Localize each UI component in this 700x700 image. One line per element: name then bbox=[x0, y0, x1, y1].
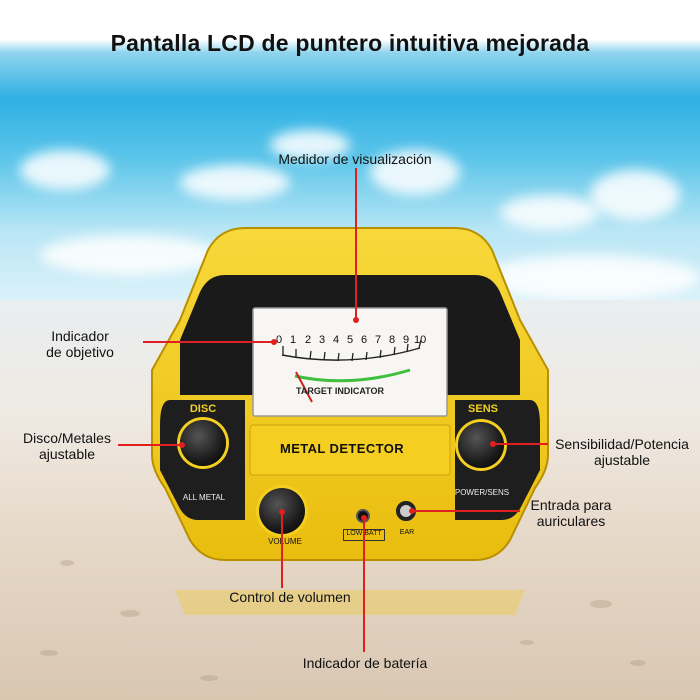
meter-tick-label: 10 bbox=[414, 334, 427, 346]
headphone-callout-line1: Entrada para bbox=[530, 497, 612, 513]
sand-texture bbox=[60, 560, 74, 566]
target-indicator-label-line2: de objetivo bbox=[46, 344, 114, 360]
cloud bbox=[370, 150, 460, 195]
disc-arrow bbox=[118, 442, 185, 448]
center-face bbox=[249, 424, 451, 476]
cloud bbox=[20, 150, 110, 190]
sand-texture bbox=[200, 675, 218, 681]
volume-arrow bbox=[279, 509, 285, 588]
cloud bbox=[590, 170, 680, 220]
sand-texture bbox=[590, 600, 612, 608]
headphone-callout-line2: auriculares bbox=[536, 513, 606, 529]
target-indicator-arrow bbox=[143, 339, 277, 345]
disc-callout-line1: Disco/Metales bbox=[23, 430, 111, 446]
disc-label: DISC bbox=[189, 403, 217, 415]
meter-green-band bbox=[294, 368, 411, 383]
meter-scale-arc bbox=[281, 347, 421, 361]
volume-sub-label: VOLUME bbox=[268, 537, 302, 546]
headphone-callout-label: Entrada para auriculares bbox=[516, 497, 626, 529]
volume-callout-label: Control de volumen bbox=[229, 589, 351, 605]
battery-arrow bbox=[361, 515, 367, 652]
meter-window bbox=[252, 307, 448, 417]
target-indicator-label: Indicador de objetivo bbox=[20, 328, 140, 360]
ear-sub-label: EAR bbox=[399, 529, 415, 536]
meter-scale-labels: 0 1 2 3 4 5 6 7 8 9 10 bbox=[270, 334, 430, 348]
meter-tick-label: 0 bbox=[276, 334, 283, 346]
sand-texture bbox=[630, 660, 646, 666]
meter-tick-label: 1 bbox=[290, 334, 297, 346]
disc-sub-label: ALL METAL bbox=[182, 493, 226, 502]
display-meter-arrow bbox=[353, 168, 359, 323]
meter-caption: TARGET INDICATOR bbox=[296, 386, 384, 396]
cloud bbox=[180, 165, 290, 200]
sens-sub-label: POWER/SENS bbox=[454, 488, 510, 497]
cloud bbox=[480, 255, 700, 300]
sens-callout-line1: Sensibilidad/Potencia bbox=[555, 436, 689, 452]
sand-texture bbox=[520, 640, 534, 645]
meter-tick-label: 4 bbox=[333, 334, 340, 346]
sens-callout-line2: ajustable bbox=[593, 452, 651, 468]
target-indicator-label-line1: Indicador bbox=[51, 328, 109, 344]
meter-tick-label: 8 bbox=[389, 334, 396, 346]
display-meter-label: Medidor de visualización bbox=[278, 151, 432, 167]
sand-texture bbox=[40, 650, 58, 656]
disc-callout-label: Disco/Metales ajustable bbox=[8, 430, 126, 462]
meter-tick-label: 2 bbox=[305, 334, 312, 346]
sens-label: SENS bbox=[468, 403, 498, 415]
disc-knob[interactable] bbox=[180, 420, 226, 466]
cloud bbox=[40, 235, 220, 275]
meter-tick-label: 6 bbox=[361, 334, 368, 346]
headphone-arrow bbox=[409, 508, 520, 514]
brand-label: METAL DETECTOR bbox=[279, 441, 405, 456]
device-reflection bbox=[175, 590, 525, 615]
disc-callout-line2: ajustable bbox=[38, 446, 96, 462]
cloud bbox=[500, 195, 600, 230]
sens-arrow bbox=[490, 441, 548, 447]
meter-tick-label: 5 bbox=[347, 334, 354, 346]
meter-tick-label: 3 bbox=[319, 334, 326, 346]
meter-tick-label: 9 bbox=[403, 334, 410, 346]
sens-callout-label: Sensibilidad/Potencia ajustable bbox=[546, 436, 698, 468]
battery-callout-label: Indicador de batería bbox=[302, 655, 428, 671]
meter-needle bbox=[295, 371, 313, 403]
sand-texture bbox=[120, 610, 140, 617]
meter-tick-label: 7 bbox=[375, 334, 382, 346]
meter-ticks bbox=[282, 339, 422, 362]
page-title: Pantalla LCD de puntero intuitiva mejora… bbox=[110, 30, 590, 56]
cloud bbox=[270, 130, 350, 160]
